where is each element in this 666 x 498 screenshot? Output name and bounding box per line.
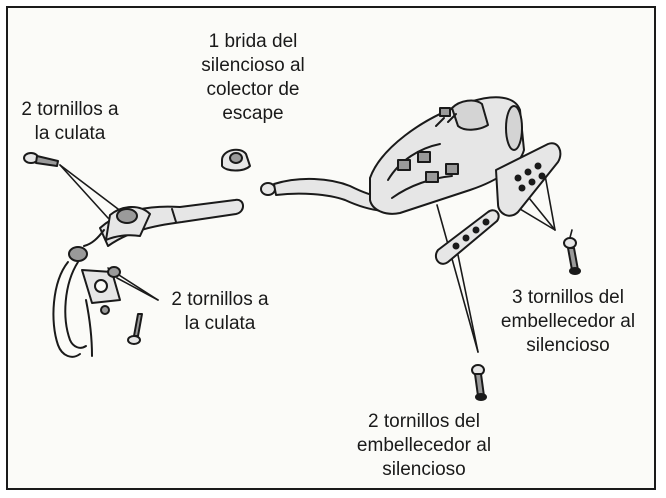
flange-lower [81, 266, 121, 315]
front-pipe [260, 177, 385, 212]
label-trim-bolts-bottom: 2 tornillos del embellecedor al silencio… [356, 411, 492, 480]
lower-heat-shield [434, 209, 500, 265]
label-bolts-cylinder-head-bottom: 2 tornillos a la culata [171, 289, 269, 334]
diagram-frame [6, 6, 656, 490]
muffler [369, 96, 525, 215]
header-pipe [68, 198, 244, 262]
flange-clamp [221, 148, 251, 172]
loop-tube [52, 261, 93, 358]
label-trim-bolts-right: 3 tornillos del embellecedor al silencio… [500, 287, 636, 356]
rear-heat-shield [495, 142, 562, 217]
label-flange: 1 brida del silencioso al colector de es… [201, 31, 305, 124]
bolt-lower [127, 313, 143, 345]
label-bolts-cylinder-head-top: 2 tornillos a la culata [21, 99, 119, 144]
bolt-trim-right [563, 237, 581, 275]
bolt-trim-bottom [471, 364, 487, 401]
bolt-top-left [23, 152, 59, 167]
